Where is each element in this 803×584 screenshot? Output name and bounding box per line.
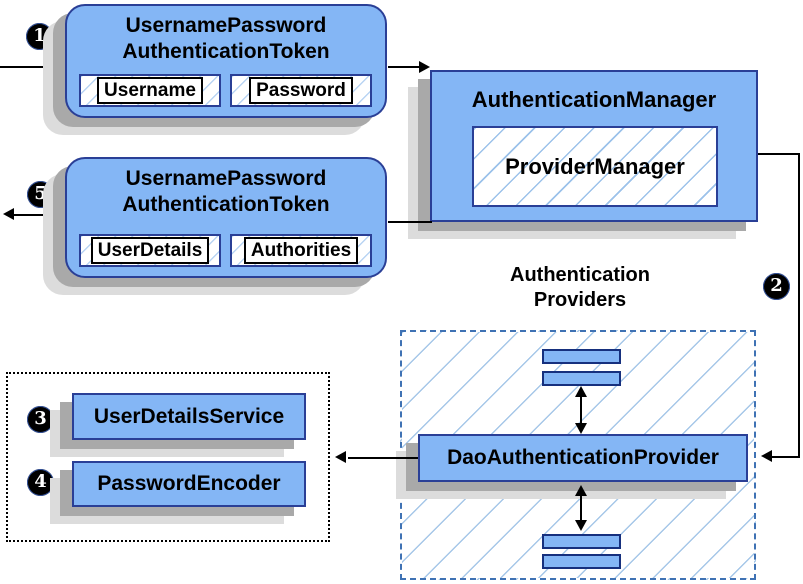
arrow-response-out-line: [14, 214, 65, 216]
double-arrow-bottom-line: [580, 494, 582, 522]
request-token-box: UsernamePassword AuthenticationToken Use…: [65, 4, 387, 118]
response-token-title-line1: UsernamePassword: [125, 167, 327, 190]
providers-label-line2: Providers: [533, 289, 627, 311]
authorities-field-box: Authorities: [230, 234, 372, 267]
password-field-box: Password: [230, 74, 372, 107]
arrowhead-right-icon: [419, 61, 430, 73]
arrowhead-up-icon: [575, 485, 587, 496]
arrowhead-up-icon: [575, 386, 587, 397]
provider-stack-bar: [542, 534, 621, 549]
authorities-field-label: Authorities: [243, 237, 359, 264]
dao-authentication-provider-box: DaoAuthenticationProvider: [418, 434, 748, 482]
dao-authentication-provider-label: DaoAuthenticationProvider: [447, 446, 719, 469]
connector-step2-vertical: [798, 153, 800, 458]
response-token-title-line2: AuthenticationToken: [122, 193, 330, 216]
authentication-manager-box: AuthenticationManager ProviderManager: [430, 70, 758, 222]
step-5-badge: 5: [27, 181, 54, 208]
arrowhead-left-icon: [761, 450, 772, 462]
arrow-request-in-left-segment: [0, 66, 66, 68]
response-token-box: UsernamePassword AuthenticationToken Use…: [65, 157, 387, 278]
arrow-request-to-manager-line: [388, 66, 420, 68]
request-token-title-line1: UsernamePassword: [125, 14, 327, 37]
step-1-badge: 1: [26, 23, 53, 50]
step-2-badge: 2: [763, 273, 790, 300]
arrow-dao-to-services-line: [348, 457, 418, 459]
provider-stack-bar: [542, 371, 621, 386]
userdetails-field-box: UserDetails: [79, 234, 221, 267]
provider-stack-bar: [542, 349, 621, 364]
connector-manager-to-response: [388, 221, 432, 223]
authentication-manager-title: AuthenticationManager: [471, 87, 717, 112]
providers-group-label: Authentication Providers: [455, 263, 705, 313]
request-token-title-line2: AuthenticationToken: [122, 40, 330, 63]
provider-manager-box: ProviderManager: [472, 126, 718, 207]
providers-label-line1: Authentication: [510, 264, 650, 286]
double-arrow-top-line: [580, 395, 582, 425]
arrowhead-down-icon: [575, 520, 587, 531]
username-field-box: Username: [79, 74, 221, 107]
provider-manager-label: ProviderManager: [505, 153, 685, 179]
provider-stack-bar: [542, 554, 621, 569]
password-field-label: Password: [249, 77, 353, 104]
arrowhead-left-icon: [3, 208, 14, 220]
userdetails-field-label: UserDetails: [90, 237, 210, 264]
password-encoder-box: PasswordEncoder: [72, 461, 306, 507]
username-field-label: Username: [97, 77, 203, 104]
step-4-badge: 4: [27, 469, 54, 496]
connector-step2-bottom: [772, 456, 800, 458]
user-details-service-label: UserDetailsService: [93, 404, 285, 428]
arrowhead-left-icon: [335, 451, 346, 463]
user-details-service-box: UserDetailsService: [72, 393, 306, 440]
password-encoder-label: PasswordEncoder: [97, 472, 281, 495]
arrowhead-down-icon: [575, 423, 587, 434]
step-3-badge: 3: [27, 406, 54, 433]
connector-step2-top: [758, 153, 800, 155]
